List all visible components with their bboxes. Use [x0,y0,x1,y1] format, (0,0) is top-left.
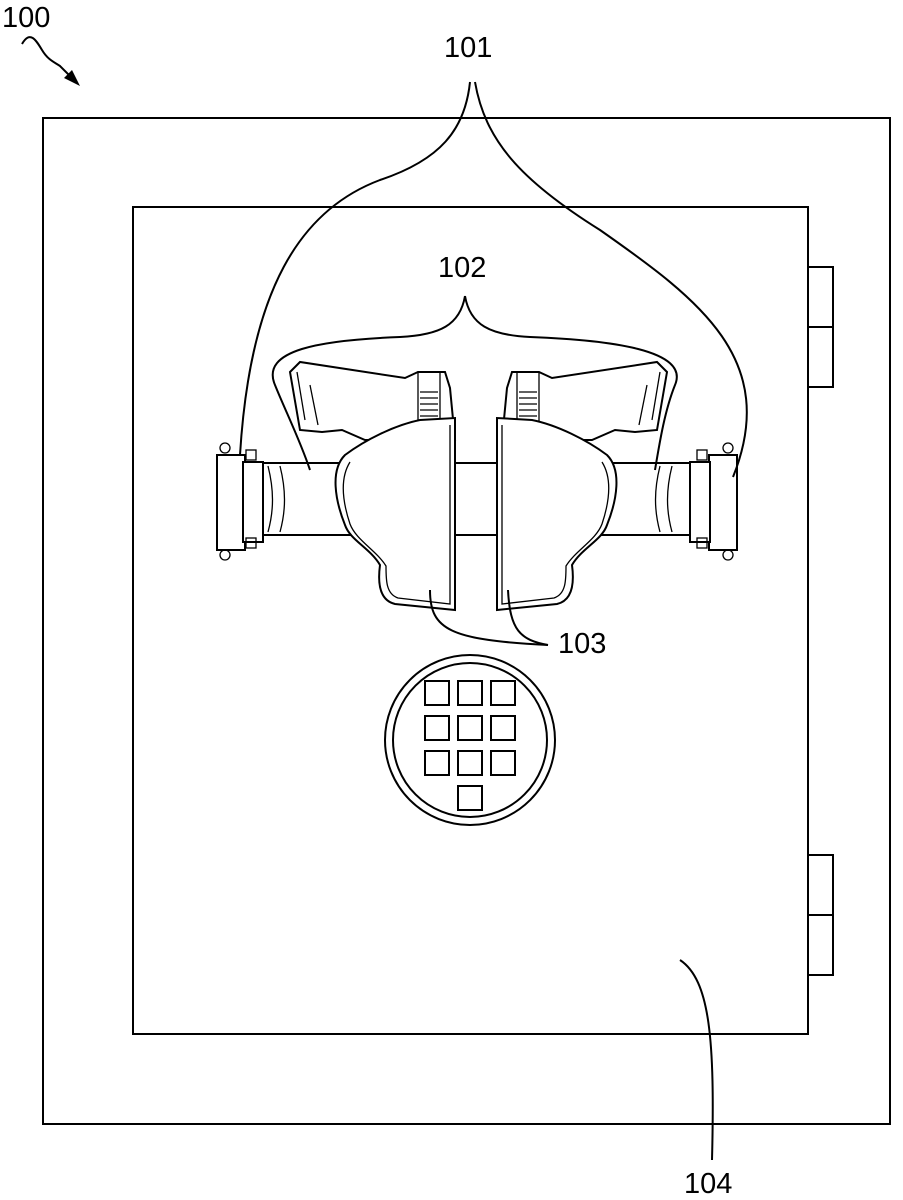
holster-right [496,416,618,612]
keypad-button[interactable] [424,715,450,741]
hinge-upper [807,266,834,388]
keypad-button[interactable] [457,715,483,741]
reference-arrow-100 [21,36,80,86]
keypad-button[interactable] [457,680,483,706]
keypad[interactable] [384,654,556,826]
strap [244,462,696,536]
strap-bracket-right [689,442,738,561]
leader-lines [239,81,748,1161]
label-103: 103 [558,628,607,660]
label-104: 104 [684,1168,733,1200]
keypad-button[interactable] [424,750,450,776]
keypad-button[interactable] [457,750,483,776]
safe-body [42,117,891,1125]
keypad-button[interactable] [490,680,516,706]
keypad-button[interactable] [424,680,450,706]
holster-left [334,416,456,612]
label-102: 102 [438,252,487,284]
label-100: 100 [2,2,51,34]
label-101: 101 [444,32,493,64]
keypad-button[interactable] [490,715,516,741]
firearm-right [500,360,669,441]
keypad-button[interactable] [490,750,516,776]
strap-bracket-left [216,442,264,561]
hinge-lower [807,854,834,976]
safe-door[interactable] [132,206,809,1035]
keypad-button[interactable] [457,785,483,811]
